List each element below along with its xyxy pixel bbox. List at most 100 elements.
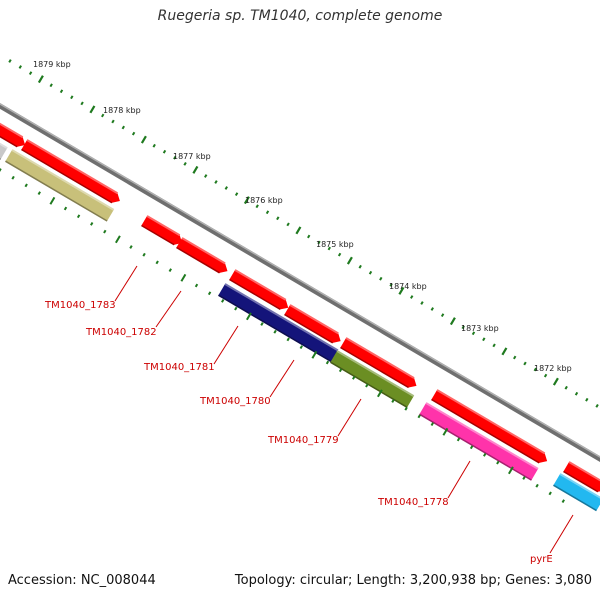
lower-minor-tick	[221, 299, 225, 303]
lower-major-tick	[311, 350, 318, 359]
genome-backbone	[0, 103, 600, 462]
lower-minor-tick	[404, 406, 408, 411]
minor-tick	[255, 204, 259, 209]
feature-red-8-highlight	[436, 389, 546, 455]
feature-red-8-body	[431, 390, 548, 463]
minor-tick	[224, 186, 228, 190]
lower-minor-tick	[338, 368, 343, 373]
backbone-highlight	[0, 103, 600, 458]
minor-tick	[59, 89, 64, 94]
lower-minor-tick	[90, 222, 94, 226]
feature-red-5-highlight	[234, 269, 287, 301]
feature-red-2	[21, 139, 120, 204]
feature-khaki-highlight	[11, 149, 115, 211]
feature-red-7-body	[340, 338, 417, 388]
gene-labels: TM1040_1783TM1040_1782TM1040_1781TM1040_…	[44, 265, 574, 565]
major-tick	[552, 377, 559, 386]
feature-navy-highlight	[224, 283, 339, 352]
feature-track	[0, 122, 600, 512]
feature-pink-highlight	[425, 402, 539, 470]
lower-minor-tick	[234, 306, 238, 311]
scale-label: 1873 kbp	[461, 324, 499, 333]
label-leader-line	[269, 359, 295, 398]
major-tick	[140, 135, 147, 144]
lower-minor-tick	[0, 168, 2, 172]
minor-tick	[307, 234, 311, 239]
lower-minor-tick	[430, 422, 434, 426]
minor-tick	[337, 252, 342, 257]
feature-red-3-body	[141, 216, 183, 245]
lower-minor-tick	[260, 322, 264, 326]
feature-olive-shadow	[330, 361, 408, 408]
feature-olive-highlight	[336, 350, 415, 397]
label-leader-line	[549, 514, 574, 554]
feature-olive-body	[330, 351, 414, 408]
gene-label: TM1040_1781	[143, 362, 215, 373]
feature-red-1-body	[0, 123, 26, 147]
lower-minor-tick	[352, 376, 356, 380]
lower-minor-tick	[548, 491, 552, 496]
backbone-line	[0, 103, 600, 462]
scale-label: 1874 kbp	[389, 282, 427, 291]
scale-label: 1878 kbp	[103, 106, 141, 115]
minor-tick	[379, 276, 383, 281]
minor-tick	[471, 331, 476, 336]
feature-khaki-shadow	[5, 160, 108, 222]
label-leader-line	[155, 290, 182, 328]
minor-tick	[564, 385, 568, 390]
minor-tick	[492, 343, 496, 348]
feature-red-6-body	[284, 305, 341, 343]
feature-red-9-body	[563, 462, 600, 492]
feature-red-5-shadow	[229, 278, 281, 311]
minor-tick	[204, 174, 208, 178]
feature-red-6	[284, 304, 341, 344]
label-leader-line	[337, 398, 362, 437]
minor-tick	[131, 131, 136, 136]
feature-red-9	[563, 461, 600, 493]
lower-minor-tick	[76, 214, 81, 219]
feature-cyan-highlight	[559, 473, 600, 499]
lower-minor-tick	[522, 476, 526, 480]
gene-label: pyrE	[530, 554, 553, 565]
feature-navy-shadow	[218, 294, 332, 363]
feature-cyan	[553, 473, 600, 512]
lower-major-tick	[508, 466, 514, 475]
label-leader-line	[213, 325, 239, 365]
lower-minor-tick	[496, 460, 500, 465]
lower-minor-tick	[103, 229, 107, 234]
feature-pink-body	[419, 403, 539, 481]
lower-major-tick	[180, 273, 187, 282]
minor-tick	[440, 313, 445, 317]
minor-tick	[265, 210, 270, 215]
feature-grey-body	[0, 143, 8, 160]
feature-red-4-body	[176, 238, 228, 273]
gene-label: TM1040_1783	[44, 300, 116, 311]
minor-tick	[173, 155, 177, 160]
feature-grey	[0, 142, 8, 160]
major-tick	[37, 75, 44, 84]
minor-tick	[430, 307, 434, 311]
minor-tick	[317, 240, 321, 245]
topology-text: Topology: circular; Length: 3,200,938 bp…	[234, 573, 592, 588]
feature-red-1	[0, 122, 26, 148]
lower-tick-track	[0, 168, 565, 503]
feature-red-3-shadow	[141, 224, 175, 246]
minor-tick	[183, 161, 187, 166]
lower-minor-tick	[535, 483, 539, 488]
lower-minor-tick	[456, 437, 461, 442]
lower-major-tick	[442, 427, 449, 436]
minor-tick	[585, 397, 589, 402]
minor-tick	[420, 301, 424, 305]
lower-minor-tick	[469, 445, 474, 450]
feature-red-2-shadow	[21, 148, 113, 204]
lower-minor-tick	[63, 206, 68, 211]
feature-red-3	[141, 215, 183, 246]
feature-red-2-highlight	[26, 139, 119, 195]
major-tick	[449, 317, 456, 326]
feature-pink	[419, 402, 539, 481]
lower-major-tick	[377, 389, 383, 398]
minor-tick	[482, 337, 486, 342]
lower-major-tick	[246, 312, 252, 321]
lower-minor-tick	[365, 383, 369, 388]
